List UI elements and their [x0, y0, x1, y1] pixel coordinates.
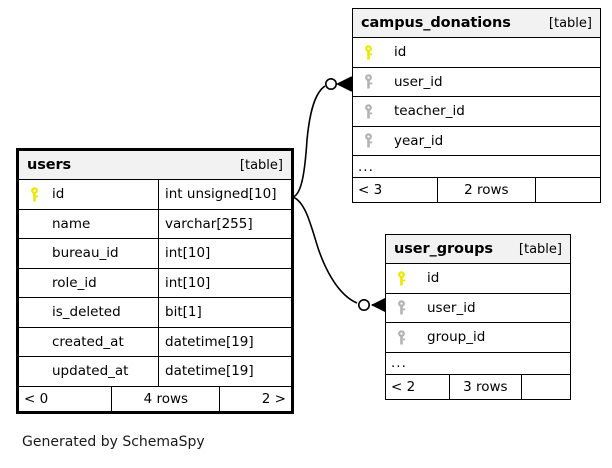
foreign-key-icon — [393, 329, 409, 345]
column-type: bit[1] — [165, 304, 202, 321]
column-name: bureau_id — [52, 245, 119, 262]
column-name: is_deleted — [52, 304, 121, 321]
table-row[interactable]: id int unsigned[10] — [19, 180, 291, 210]
table-user-groups-kind: [table] — [518, 241, 562, 257]
table-row[interactable]: updated_at datetime[19] — [19, 357, 291, 387]
table-row[interactable]: teacher_id — [353, 97, 600, 127]
table-row[interactable]: user_id — [386, 293, 570, 323]
column-name: teacher_id — [394, 103, 465, 120]
edge-endpoint-circle-user-groups — [357, 298, 370, 311]
crowsfoot-campus-donations — [335, 76, 353, 92]
foreign-key-icon — [360, 103, 376, 119]
column-name-cell: bureau_id — [19, 239, 159, 268]
table-campus-donations-footer: < 3 2 rows — [353, 177, 600, 202]
table-users-title: users — [27, 157, 72, 173]
table-row[interactable]: created_at datetime[19] — [19, 327, 291, 357]
table-user-groups-title: user_groups — [394, 241, 493, 257]
generated-by-caption: Generated by SchemaSpy — [22, 434, 205, 450]
column-name-cell: id — [353, 38, 600, 67]
table-users-header: users [table] — [19, 151, 291, 180]
column-name: user_id — [394, 73, 443, 90]
table-users[interactable]: users [table] id int unsigned[10] name v… — [16, 148, 294, 414]
column-type: int[10] — [165, 274, 211, 291]
column-type: int unsigned[10] — [165, 186, 277, 203]
footer-row-count: 2 rows — [436, 178, 536, 202]
table-campus-donations[interactable]: campus_donations [table] id user_id — [352, 8, 601, 203]
table-user-groups-header: user_groups [table] — [386, 235, 570, 264]
table-row[interactable]: id — [386, 264, 570, 294]
column-name-cell: updated_at — [19, 357, 159, 386]
table-row[interactable]: group_id — [386, 323, 570, 353]
column-name: id — [427, 270, 440, 287]
table-row[interactable]: is_deleted bit[1] — [19, 298, 291, 328]
primary-key-icon — [393, 270, 409, 286]
column-name: name — [52, 215, 91, 232]
footer-row-count: 3 rows — [448, 374, 523, 399]
column-name: updated_at — [52, 363, 129, 380]
footer-next-link[interactable] — [522, 375, 570, 399]
column-name-cell: created_at — [19, 327, 159, 356]
footer-prev-link[interactable]: < 0 — [24, 390, 49, 407]
primary-key-icon — [26, 186, 42, 202]
table-row[interactable]: name varchar[255] — [19, 209, 291, 239]
foreign-key-icon — [360, 133, 376, 148]
primary-key-icon — [360, 44, 376, 60]
column-name-cell: is_deleted — [19, 298, 159, 327]
column-name-cell: id — [19, 180, 159, 209]
column-type: int[10] — [165, 245, 211, 262]
column-name-cell: role_id — [19, 268, 159, 297]
edge-users-to-user-groups — [292, 196, 358, 304]
table-campus-donations-title: campus_donations — [361, 15, 511, 31]
column-name: year_id — [394, 132, 444, 149]
table-row[interactable]: year_id — [353, 126, 600, 156]
table-user-groups-footer: < 2 3 rows — [386, 373, 570, 399]
column-name: role_id — [52, 274, 97, 291]
more-columns-indicator: ... — [386, 353, 570, 375]
column-type: varchar[255] — [165, 215, 253, 232]
footer-next-link[interactable] — [536, 178, 600, 202]
footer-prev-link[interactable]: < 3 — [358, 182, 383, 198]
footer-prev-link[interactable]: < 2 — [391, 378, 416, 395]
crowsfoot-fill-campus-donations — [339, 77, 352, 91]
edge-users-to-campus-donations — [292, 85, 326, 198]
edge-endpoint-circle-campus-donations — [324, 78, 337, 91]
footer-next-link[interactable]: 2 > — [261, 390, 286, 407]
table-row[interactable]: bureau_id int[10] — [19, 239, 291, 269]
foreign-key-icon — [360, 74, 376, 89]
table-users-kind: [table] — [239, 157, 283, 173]
column-name-cell: id — [386, 264, 570, 293]
column-name-cell: name — [19, 209, 159, 238]
column-name-cell: user_id — [386, 294, 570, 323]
table-campus-donations-kind: [table] — [548, 15, 592, 31]
column-name: id — [52, 186, 65, 203]
column-name-cell: user_id — [353, 68, 600, 97]
column-type: datetime[19] — [165, 333, 254, 350]
crowsfoot-fill-user-groups — [371, 298, 385, 312]
table-row[interactable]: id — [353, 38, 600, 68]
column-name-cell: group_id — [386, 323, 570, 352]
column-name: created_at — [52, 333, 124, 350]
footer-row-count: 4 rows — [111, 386, 221, 411]
more-columns-indicator: ... — [353, 156, 600, 178]
table-campus-donations-header: campus_donations [table] — [353, 9, 600, 38]
column-type: datetime[19] — [165, 363, 254, 380]
column-name-cell: teacher_id — [353, 97, 600, 126]
column-name-cell: year_id — [353, 127, 600, 156]
table-row[interactable]: role_id int[10] — [19, 268, 291, 298]
table-users-footer: < 0 4 rows 2 > — [19, 385, 291, 411]
foreign-key-icon — [393, 300, 409, 315]
column-name: group_id — [427, 329, 486, 346]
table-user-groups[interactable]: user_groups [table] id user_id — [385, 234, 571, 400]
table-row[interactable]: user_id — [353, 67, 600, 97]
column-name: id — [394, 44, 407, 61]
column-name: user_id — [427, 299, 476, 316]
